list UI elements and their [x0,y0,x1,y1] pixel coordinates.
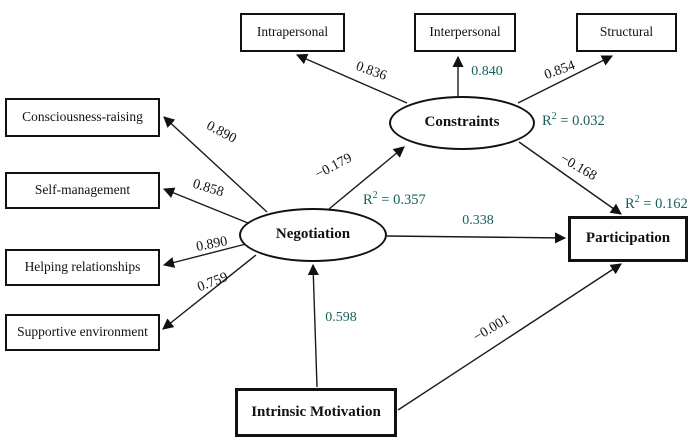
edge-intrinsic-negotiation [307,263,319,388]
node-negotiation: Negotiation [239,208,387,262]
edge-negotiation-supportive [162,254,257,330]
edge-negotiation-participation [386,232,567,244]
node-structural: Structural [576,13,677,52]
edge-negotiation-helping [162,243,247,268]
edge-negotiation-consciousness [163,116,268,213]
coef-negotiation-participation: 0.338 [462,213,494,228]
node-supportive-environment: Supportive environment [5,314,160,351]
r-squared-participation: R2 = 0.162 [625,194,688,212]
r-squared-negotiation: R2 = 0.357 [363,190,426,208]
node-constraints: Constraints [389,96,535,150]
node-participation: Participation [568,216,688,262]
coef-constraints-interpersonal: 0.840 [471,64,503,79]
edge-constraints-structural [517,55,614,104]
node-self-management: Self-management [5,172,160,209]
edge-constraints-participation [518,141,622,215]
r-squared-constraints: R2 = 0.032 [542,111,605,129]
edge-constraints-intrapersonal [295,53,408,104]
node-intrapersonal: Intrapersonal [240,13,345,52]
node-interpersonal: Interpersonal [414,13,516,52]
coef-intrinsic-negotiation: 0.598 [325,310,357,325]
edge-negotiation-selfmanagement [162,187,249,224]
edge-negotiation-constraints [328,146,405,210]
node-consciousness-raising: Consciousness-raising [5,98,160,137]
edge-intrinsic-participation [397,263,622,411]
node-helping-relationships: Helping relationships [5,249,160,286]
node-intrinsic-motivation: Intrinsic Motivation [235,388,397,437]
